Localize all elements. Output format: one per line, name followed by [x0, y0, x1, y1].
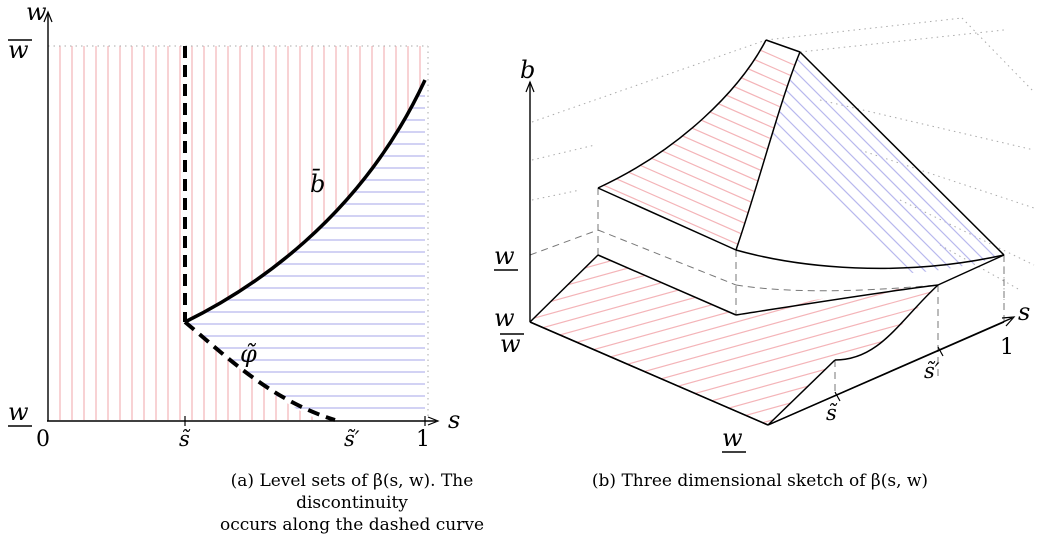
s-tilde-3d-label: s̃ — [826, 401, 838, 425]
origin-label: 0 — [36, 427, 50, 452]
tick-s-tilde-3d — [834, 391, 841, 402]
s-axis-3d-arrow-icon — [1001, 316, 1016, 327]
s-tilde-prime-label: s̃′ — [344, 427, 360, 451]
one-label: 1 — [416, 427, 430, 452]
tick-s-tilde-prime-3d — [937, 346, 944, 357]
s-axis-arrow-icon — [427, 416, 440, 426]
b-bar-curve — [184, 79, 427, 324]
b-axis-label: b — [520, 56, 535, 84]
w-axis-3d-label: w — [494, 304, 515, 332]
b-bar-label: b̄ — [310, 169, 325, 198]
s-axis-label: s — [448, 406, 460, 434]
s-axis-3d-label: s — [1018, 298, 1030, 326]
w-axis-3d — [529, 321, 769, 426]
w-top-label: w — [8, 36, 29, 64]
phi-tilde-label: φ̃ — [240, 340, 257, 368]
panel-b: b s 1 w w w w s̃ s̃′ — [494, 17, 1035, 453]
one-3d-label: 1 — [1000, 335, 1014, 360]
s-axis-3d — [767, 317, 1013, 426]
caption-a: (a) Level sets of β(s, w). The discontin… — [182, 470, 522, 536]
w-top-3d-label: w — [500, 330, 521, 358]
phi-tilde-curve — [183, 320, 336, 422]
w-mid-label: w — [494, 242, 515, 270]
caption-a-line1: (a) Level sets of β(s, w). The discontin… — [230, 471, 474, 513]
caption-b: (b) Three dimensional sketch of β(s, w) — [591, 471, 929, 491]
s-tilde-label: s̃ — [179, 427, 191, 451]
gray-dashed-guides — [529, 188, 1005, 395]
blue-level-lines — [185, 83, 425, 409]
w-bottom-label: w — [8, 398, 29, 426]
w-bottom-3d-label: w — [722, 424, 743, 452]
w-axis-label: w — [26, 0, 47, 26]
caption-a-line2: occurs along the dashed curve — [219, 515, 485, 535]
panel-a: w w w 0 s̃ s̃′ 1 s b̄ φ̃ — [8, 0, 460, 452]
s-tilde-prime-3d-label: s̃′ — [924, 359, 940, 383]
box-dotted-edges — [531, 17, 1035, 300]
b-axis-arrow-icon — [525, 80, 535, 93]
w-axis-arrow-icon — [43, 10, 53, 23]
